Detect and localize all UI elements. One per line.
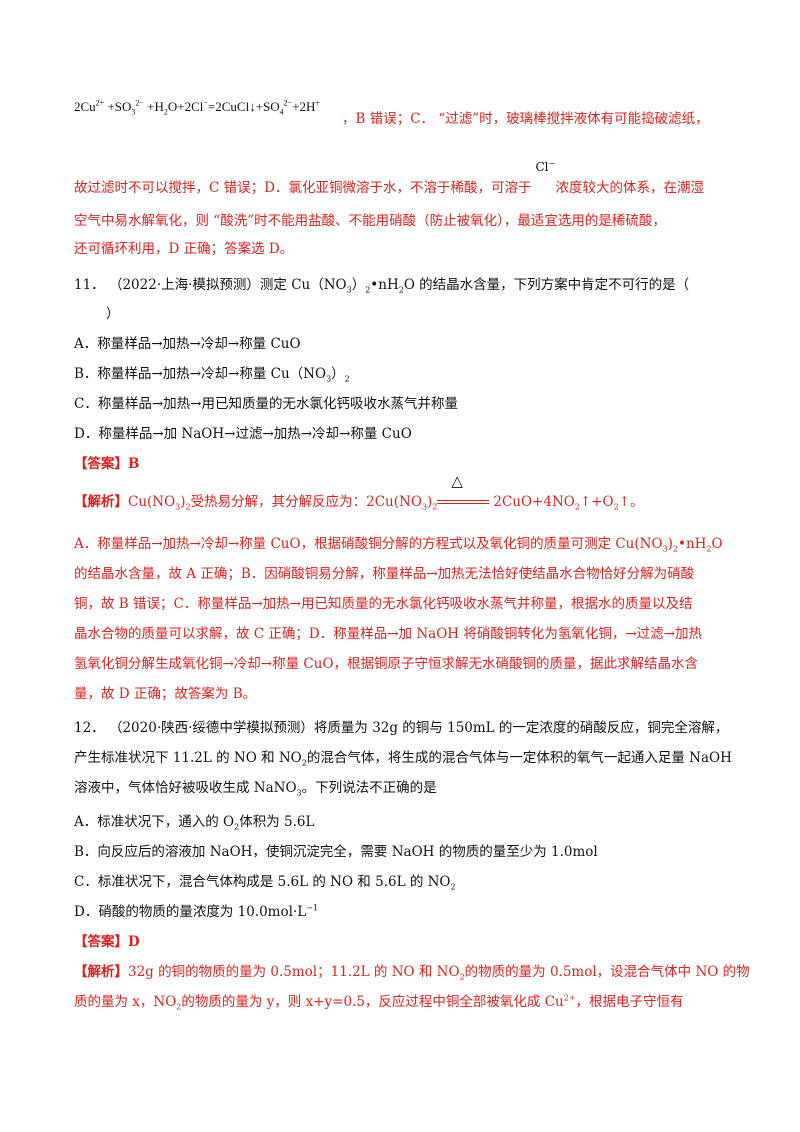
- q12-analysis-line2: 质的量为 x，NO2的物质的量为 y，则 x+y=0.5，反应过程中铜全部被氧化…: [74, 993, 684, 1012]
- q11-analysis-decomposition: 【解析】Cu(NO3)2受热易分解，其分解反应为：2Cu(NO3)2△2CuO+…: [74, 471, 644, 512]
- q11-explanation-line6: 量，故 D 正确；故答案为 B。: [74, 686, 257, 702]
- q10-analysis-line3: 空气中易水解氧化，则 “酸洗”时不能用盐酸、不能用硝酸（防止被氧化），最适宜选用…: [74, 213, 666, 229]
- q12-stem-line3: 溶液中，气体恰好被吸收生成 NaNO3。下列说法不正确的是: [74, 780, 437, 798]
- triangle-icon: △: [451, 471, 463, 490]
- q12-option-c: C．标准状况下，混合气体构成是 5.6L 的 NO 和 5.6L 的 NO2: [74, 874, 456, 892]
- q11-stem: 11． （2022·上海·模拟预测）测定 Cu（NO3）2•nH2O 的结晶水含…: [74, 277, 690, 295]
- heating-condition: △: [437, 472, 493, 512]
- q11-answer: 【答案】B: [74, 456, 140, 472]
- q11-explanation-line1: A．称量样品→加热→冷却→称量 CuO，根据硝酸铜分解的方程式以及氧化铜的质量可…: [74, 536, 723, 554]
- q11-stem-close: ）: [106, 306, 120, 322]
- q11-explanation-line2: 的结晶水含量，故 A 正确；B．因硝酸铜易分解，称量样品→加热无法恰好使结晶水合…: [74, 566, 695, 582]
- q11-explanation-line4: 晶水合物的质量可以求解，故 C 正确；D．称量样品→加 NaOH 将硝酸铜转化为…: [74, 626, 702, 642]
- ionic-equation: 2Cu2+ +SO32− +H2O+2Cl−=2CuCl↓+SO42−+2H+: [74, 98, 320, 117]
- q11-option-b: B．称量样品→加热→冷却→称量 Cu（NO3）2: [74, 366, 350, 384]
- q10-analysis-line4: 还可循环利用，D 正确；答案选 D。: [74, 241, 294, 257]
- q10-analysis-line1: ，B 错误；C． “过滤”时，玻璃棒搅拌液体有可能捣破滤纸，: [342, 111, 709, 127]
- q11-option-c: C．称量样品→加热→用已知质量的无水氯化钙吸收水蒸气并称量: [74, 396, 458, 412]
- q12-stem-line1: 12． （2020·陕西·绥德中学模拟预测）将质量为 32g 的铜与 150mL…: [74, 720, 729, 736]
- q11-explanation-line3: 铜，故 B 错误；C．称量样品→加热→用已知质量的无水氯化钙吸收水蒸气并称量，根…: [74, 596, 693, 612]
- q11-explanation-line5: 氢氧化铜分解生成氧化铜→冷却→称量 CuO，根据铜原子守恒求解无水硝酸铜的质量，…: [74, 656, 699, 672]
- q12-option-d: D．硝酸的物质的量浓度为 10.0mol·L−1: [74, 903, 318, 920]
- q12-answer: 【答案】D: [74, 934, 140, 950]
- q11-option-a: A．称量样品→加热→冷却→称量 CuO: [74, 336, 301, 352]
- q12-option-b: B．向反应后的溶液加 NaOH，使铜沉淀完全，需要 NaOH 的物质的量至少为 …: [74, 844, 598, 860]
- q12-option-a: A．标准状况下，通入的 O2体积为 5.6L: [74, 814, 315, 832]
- q12-stem-line2: 产生标准状况下 11.2L 的 NO 和 NO2的混合气体，将生成的混合气体与一…: [74, 750, 732, 768]
- q11-option-d: D．称量样品→加 NaOH→过滤→加热→冷却→称量 CuO: [74, 426, 412, 442]
- q12-analysis-line1: 【解析】32g 的铜的物质的量为 0.5mol；11.2L 的 NO 和 NO2…: [74, 964, 750, 982]
